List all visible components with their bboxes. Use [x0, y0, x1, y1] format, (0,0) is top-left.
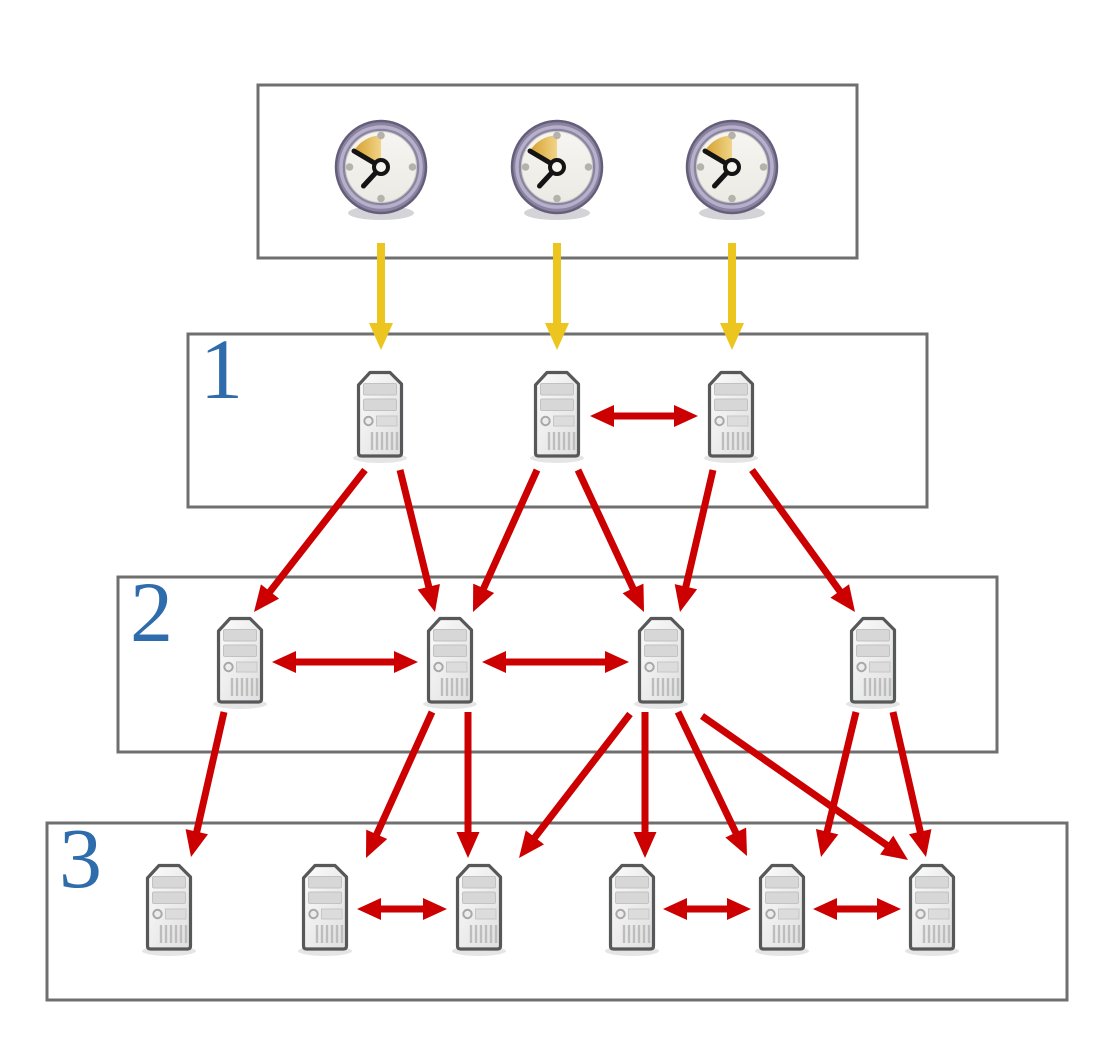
- sync-arrow-2-stem: [396, 469, 435, 599]
- peer-arrow-5-head: [663, 898, 687, 920]
- peer-arrow-1-head: [674, 405, 698, 427]
- peer-arrow-1: [590, 405, 698, 427]
- sync-arrow-7-head: [185, 829, 208, 857]
- clock-sync-arrow-1-head: [369, 323, 393, 350]
- sync-arrow-5: [674, 469, 717, 612]
- sync-arrow-6-stem: [749, 467, 850, 603]
- sync-arrow-6: [749, 467, 855, 612]
- clock-sync-arrow-3-head: [720, 323, 744, 350]
- stratum-labels-layer: 1 2 3: [59, 321, 243, 906]
- clock-sync-arrow-2-head: [545, 323, 569, 350]
- sync-arrow-4-stem: [574, 468, 642, 601]
- arrows-layer: [185, 243, 932, 920]
- peer-arrow-4-head: [423, 898, 447, 920]
- clock-sync-arrow-1: [369, 243, 393, 350]
- sync-arrow-7: [185, 711, 228, 857]
- sync-arrow-3: [473, 468, 541, 612]
- sync-arrow-1: [254, 467, 368, 612]
- server-icon-s3-1: [140, 863, 198, 958]
- sync-arrow-15: [889, 711, 932, 857]
- sync-arrow-3-head: [473, 583, 495, 612]
- peer-arrow-4: [357, 898, 447, 920]
- server-icon-s2-3: [632, 616, 690, 711]
- stratum-1-label: 1: [200, 321, 243, 417]
- peer-arrow-2-head: [272, 651, 296, 673]
- sync-arrow-8-stem: [368, 710, 436, 847]
- peer-arrow-3: [482, 651, 629, 673]
- sync-arrow-8-head: [366, 829, 388, 858]
- peer-arrow-5-head: [727, 898, 751, 920]
- sync-arrow-14: [815, 711, 860, 857]
- sync-arrow-2: [396, 469, 440, 612]
- server-icon-s3-3: [450, 863, 508, 958]
- sync-arrow-13-stem: [699, 713, 899, 855]
- sync-arrow-11-head: [633, 832, 657, 858]
- sync-arrow-9-head: [456, 832, 480, 858]
- peer-arrow-3-head: [482, 651, 506, 673]
- sync-arrow-1-head: [254, 584, 280, 612]
- sync-arrow-12-stem: [674, 710, 744, 845]
- peer-arrow-6-head: [813, 898, 837, 920]
- sync-arrow-12: [674, 710, 747, 856]
- server-icon-s2-2: [421, 616, 479, 711]
- sync-arrow-10: [519, 711, 633, 858]
- sync-arrow-5-head: [674, 584, 698, 612]
- sync-arrow-3-stem: [475, 468, 541, 601]
- peer-arrow-4-head: [357, 898, 381, 920]
- peer-arrow-6: [813, 898, 901, 920]
- server-icon-s3-6: [903, 863, 961, 958]
- sync-arrow-10-head: [519, 830, 544, 858]
- sync-arrow-5-stem: [679, 469, 717, 599]
- peer-arrow-5: [663, 898, 751, 920]
- clock-sync-arrow-2: [545, 243, 569, 350]
- sync-arrow-2-head: [417, 584, 440, 612]
- sync-arrow-15-head: [909, 829, 932, 857]
- sync-arrow-9: [456, 712, 480, 858]
- sync-arrow-1-stem: [260, 467, 368, 603]
- stratum-3-label: 3: [59, 810, 102, 906]
- server-icon-s1-2: [528, 370, 586, 465]
- sync-arrow-8: [366, 710, 436, 858]
- server-icon-s2-4: [844, 616, 902, 711]
- sync-arrow-13-head: [880, 835, 908, 860]
- peer-arrow-3-head: [605, 651, 629, 673]
- sync-arrow-4-head: [622, 583, 644, 612]
- server-icon-s3-4: [603, 863, 661, 958]
- sync-arrow-14-stem: [820, 711, 860, 844]
- sync-arrow-13: [699, 713, 908, 860]
- server-icon-s3-2: [296, 863, 354, 958]
- sync-arrow-6-head: [830, 584, 855, 612]
- peer-arrow-1-head: [590, 405, 614, 427]
- server-icon-s3-5: [753, 863, 811, 958]
- sync-arrow-15-stem: [889, 711, 927, 844]
- peer-arrow-2: [272, 651, 418, 673]
- server-icon-s1-3: [702, 370, 760, 465]
- sync-arrow-7-stem: [190, 711, 228, 844]
- clock-sync-arrow-3: [720, 243, 744, 350]
- server-icon-s1-1: [351, 370, 409, 465]
- stratum-boxes-layer: [45, 83, 1069, 1002]
- sync-arrow-11: [633, 712, 657, 858]
- sync-arrow-14-head: [815, 829, 839, 857]
- peer-arrow-6-head: [877, 898, 901, 920]
- sync-arrow-12-head: [725, 827, 747, 856]
- peer-arrow-2-head: [394, 651, 418, 673]
- sync-arrow-10-stem: [524, 711, 633, 849]
- sync-arrow-4: [574, 468, 644, 612]
- server-icon-s2-1: [211, 616, 269, 711]
- stratum-2-label: 2: [130, 564, 173, 660]
